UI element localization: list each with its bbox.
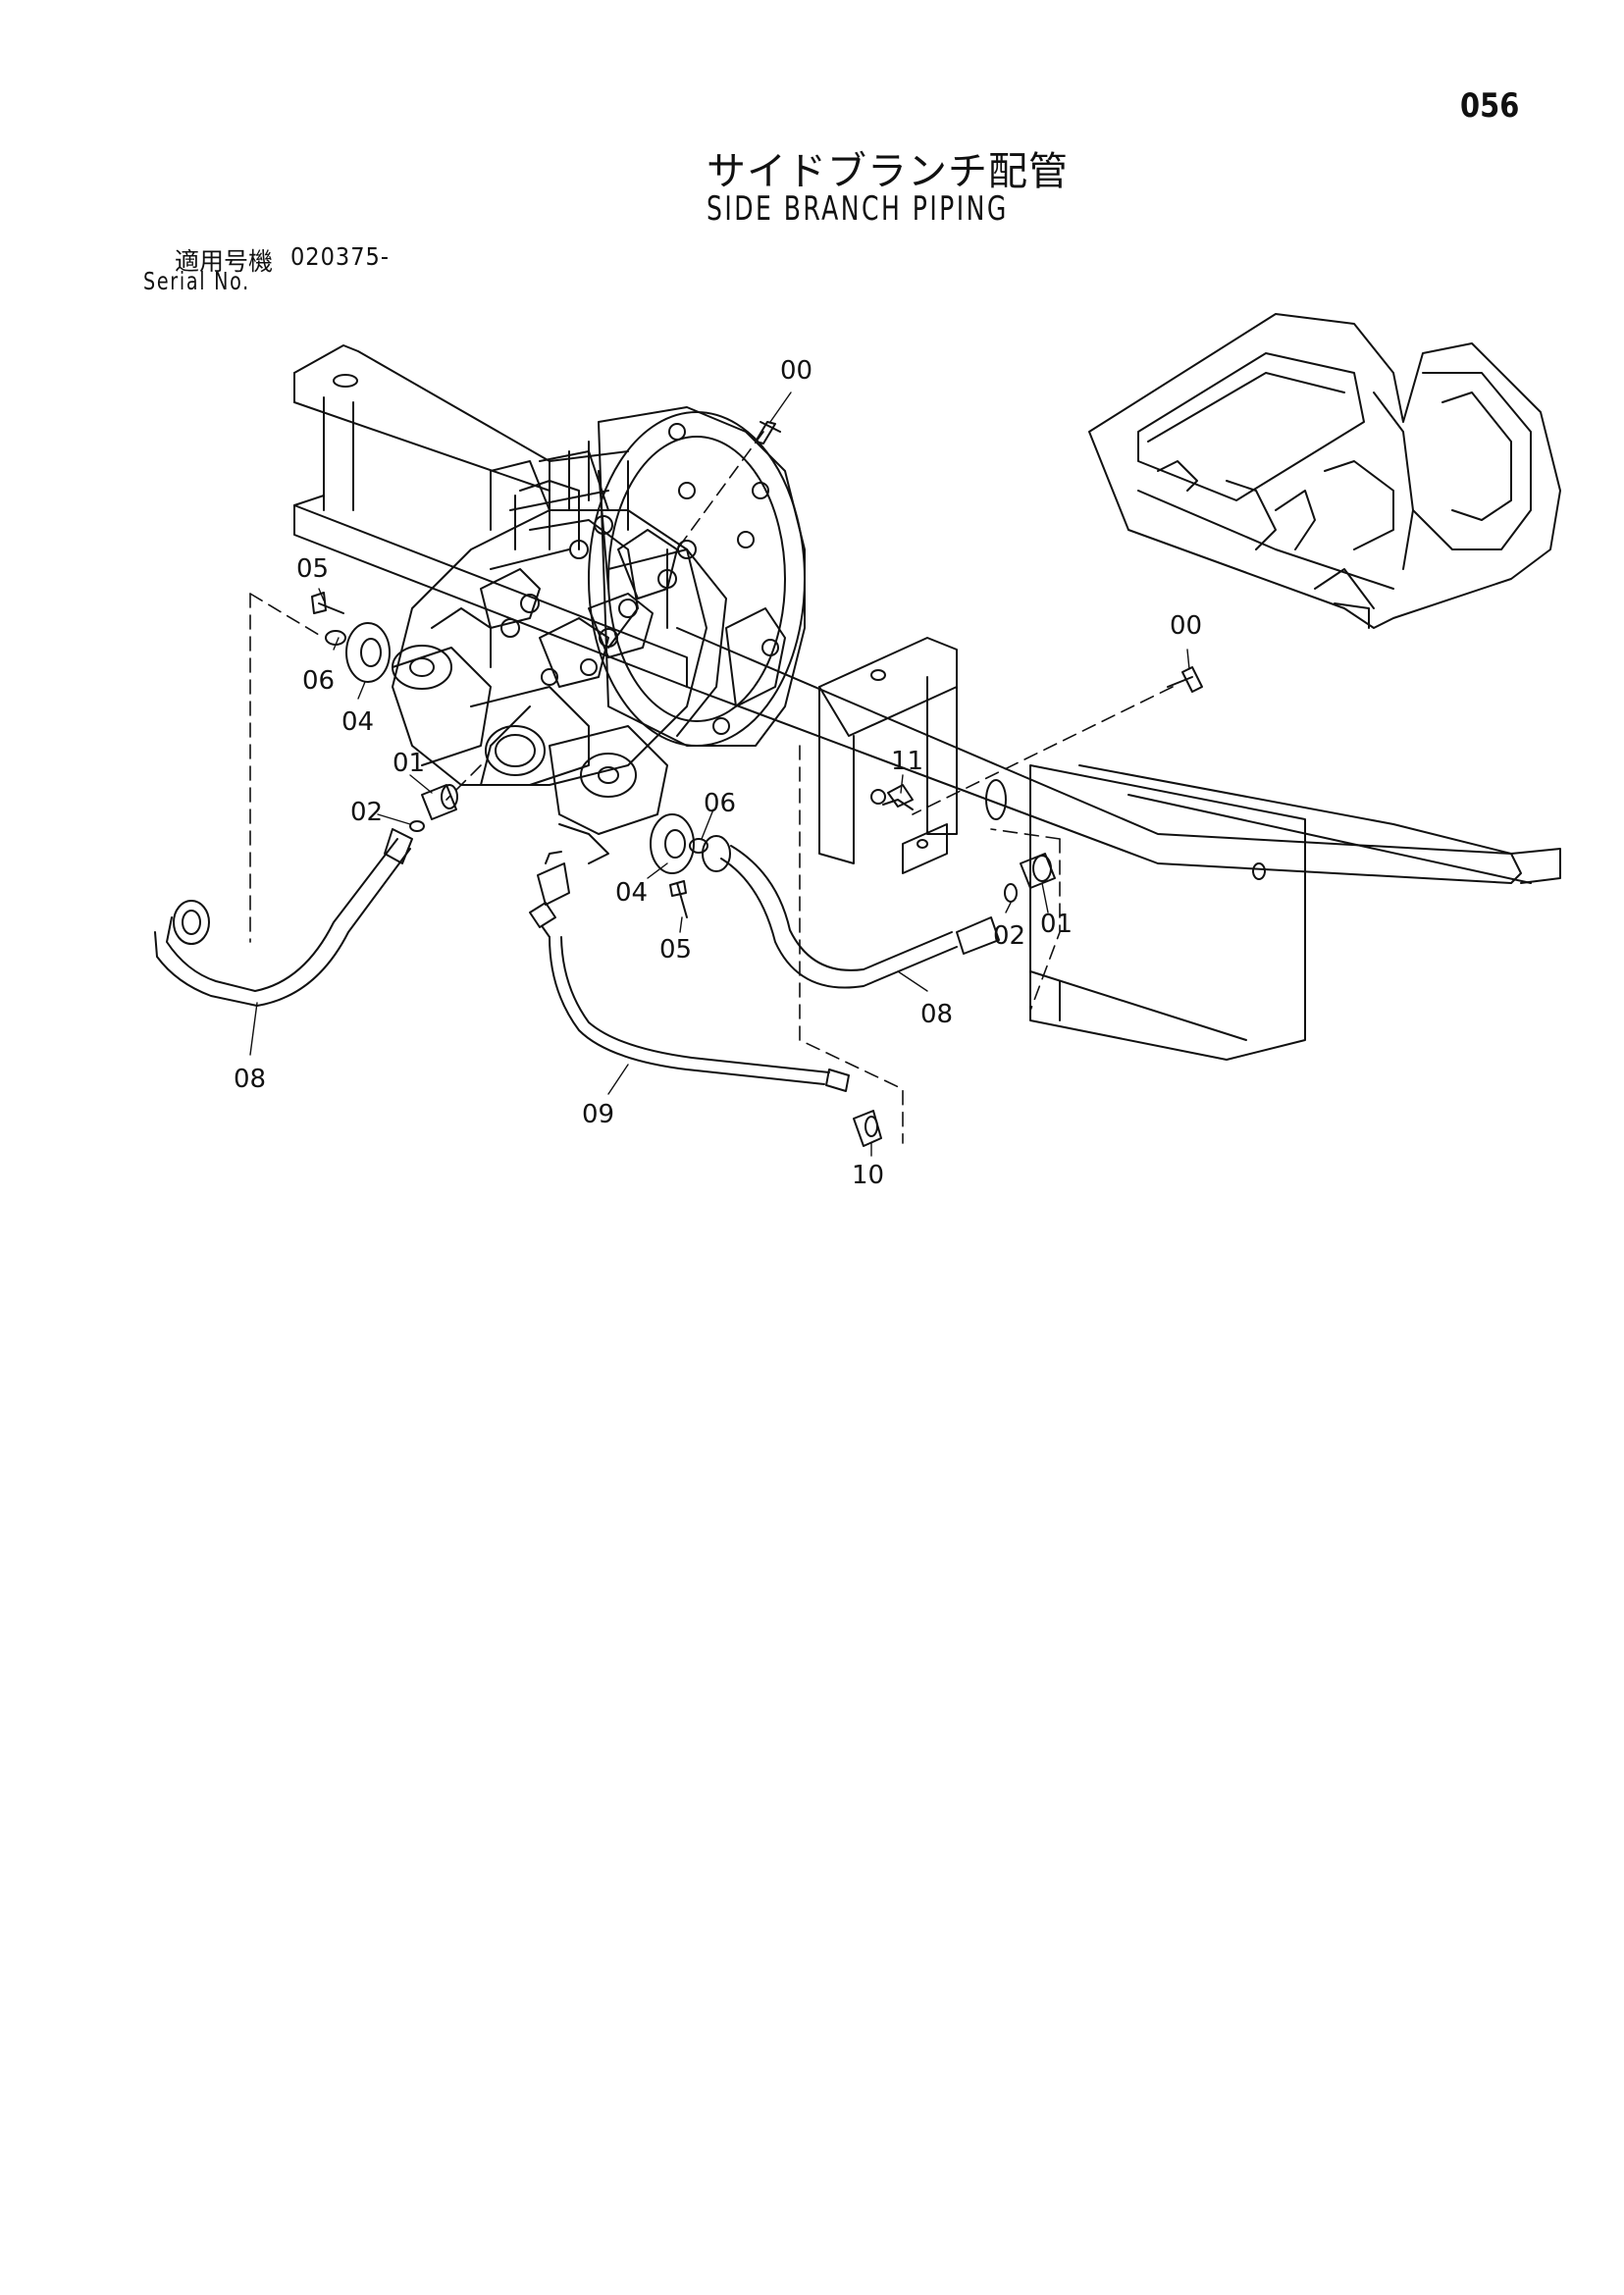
serial-number-value: 020375- — [290, 242, 390, 271]
callout-05: 05 — [296, 554, 329, 584]
page-title-english: SIDE BRANCH PIPING — [707, 189, 1009, 229]
machine-frame-drawing — [293, 344, 1561, 1061]
serial-label-english: Serial No. — [143, 267, 250, 295]
callout-08: 08 — [920, 1000, 953, 1029]
page-number: 056 — [1460, 86, 1520, 126]
callout-02: 02 — [993, 921, 1025, 951]
callout-01: 01 — [1040, 910, 1073, 939]
callout-leaders — [249, 391, 1190, 1157]
callout-00: 00 — [1170, 611, 1202, 641]
callout-11: 11 — [891, 747, 923, 776]
dashed-leader-lines — [249, 431, 1174, 1144]
cab-overview-drawing — [1088, 313, 1561, 629]
callout-01: 01 — [393, 749, 425, 778]
callout-08: 08 — [234, 1065, 266, 1094]
callout-labels: 00 00 05 06 04 01 02 08 06 04 05 11 01 0… — [234, 356, 1202, 1190]
hoses — [154, 828, 1000, 1092]
callout-04: 04 — [341, 707, 374, 737]
callout-06: 06 — [704, 789, 736, 818]
callout-05: 05 — [659, 935, 692, 965]
callout-09: 09 — [582, 1100, 614, 1129]
callout-00: 00 — [780, 356, 812, 386]
callout-06: 06 — [302, 666, 335, 696]
callout-04: 04 — [615, 878, 648, 908]
page-title-japanese: サイドブランチ配管 — [707, 149, 1069, 194]
hydraulic-pump-drawing — [392, 406, 806, 864]
serial-label-japanese: 適用号機 — [175, 247, 274, 276]
hardware-parts — [311, 421, 1203, 1147]
callout-02: 02 — [350, 798, 383, 827]
callout-10: 10 — [852, 1161, 884, 1190]
